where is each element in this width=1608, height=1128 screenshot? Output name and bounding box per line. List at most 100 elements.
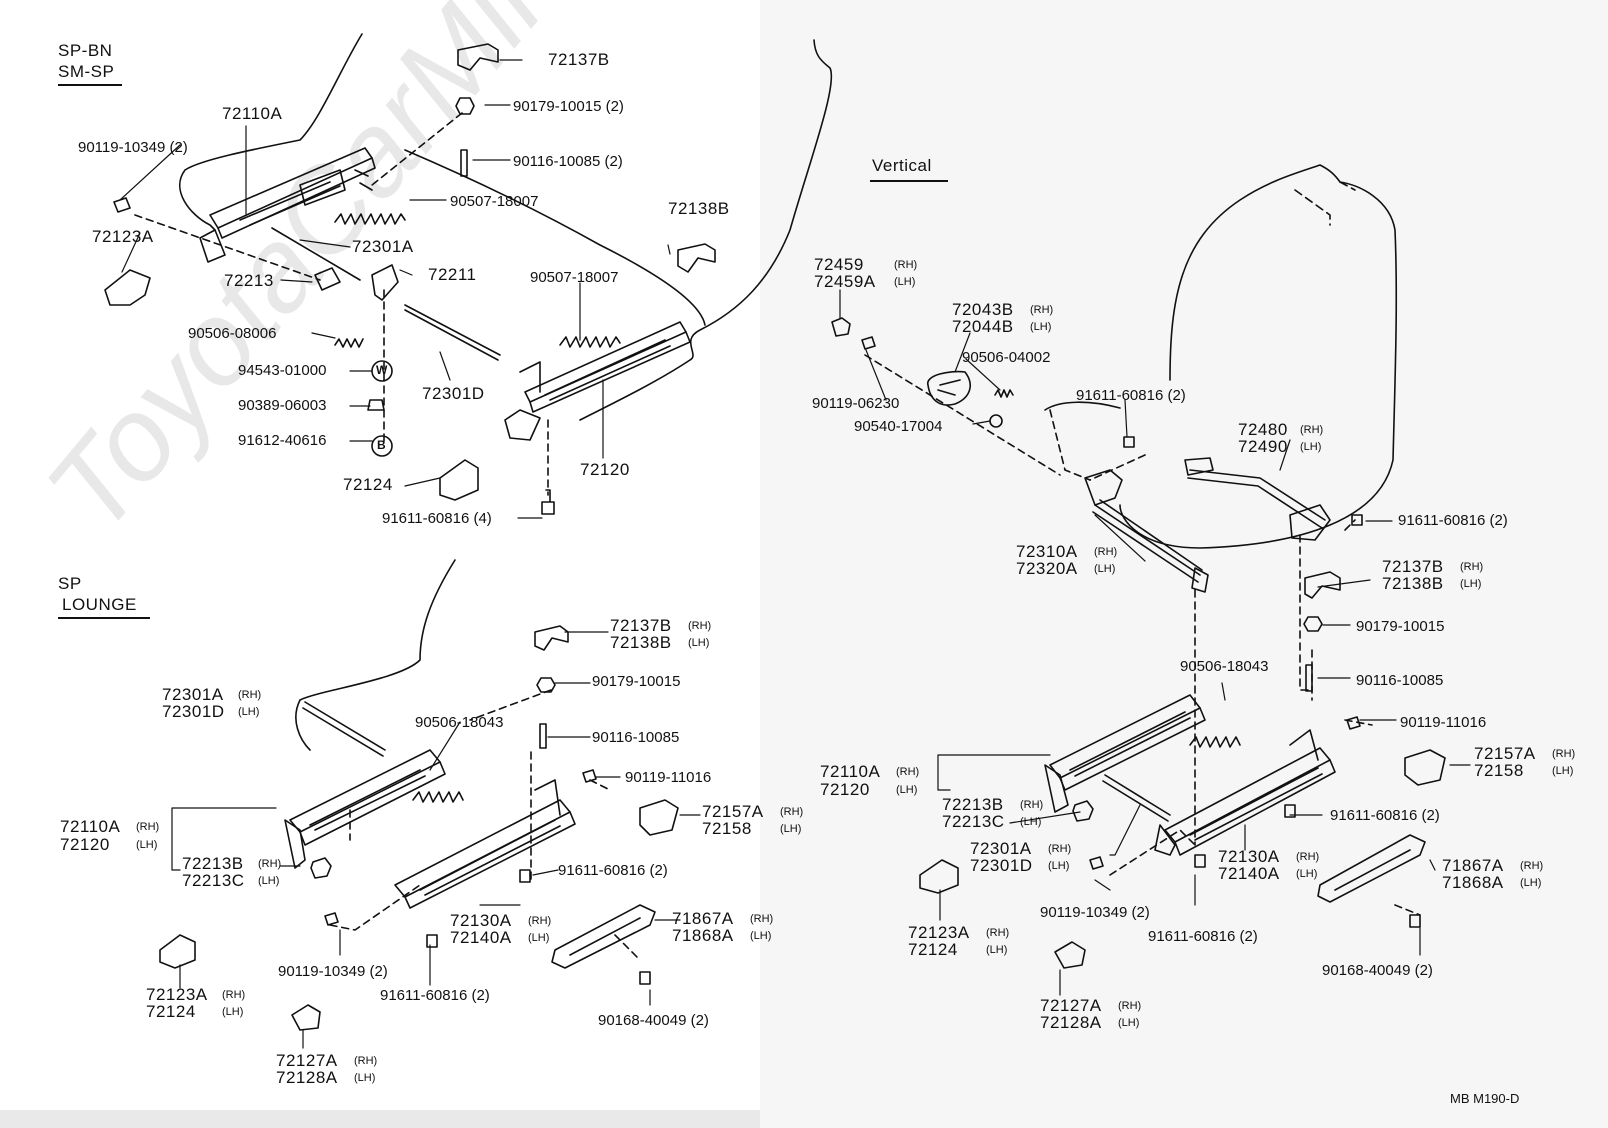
lh-mark: (LH) xyxy=(1520,877,1542,889)
section-sp-bn: SP-BN xyxy=(58,41,113,60)
circle-b-label: B xyxy=(377,438,386,452)
section-vertical: Vertical xyxy=(872,156,932,175)
clip-72127a-lounge xyxy=(291,1004,321,1031)
label-72123a: 72123A xyxy=(92,227,154,246)
label-71868a-right: 71868A xyxy=(1442,873,1504,892)
spring-90506-04002 xyxy=(994,389,1014,398)
label-90179-10015: 90179-10015 (2) xyxy=(513,98,624,115)
rh-mark: (RH) xyxy=(222,989,246,1001)
label-72044b: 72044B xyxy=(952,317,1014,336)
right-assembly xyxy=(831,164,1471,996)
rod-72301a-right xyxy=(1102,774,1171,822)
lh-mark: (LH) xyxy=(1300,441,1322,453)
label-90119-11016-right: 90119-11016 xyxy=(1400,714,1487,731)
left-panel xyxy=(0,0,760,1110)
label-72480: 72480 xyxy=(1238,420,1288,439)
lh-mark: (LH) xyxy=(780,823,802,835)
cover-72123a xyxy=(104,269,151,306)
lh-mark: (LH) xyxy=(528,932,550,944)
label-72301a: 72301A xyxy=(352,237,414,256)
rail-72110a-lounge xyxy=(289,749,441,833)
spring-90507-18007-b xyxy=(559,336,621,348)
label-72123a-right: 72123A xyxy=(908,923,970,942)
section-lounge: LOUNGE xyxy=(62,595,137,614)
label-90116-10085: 90116-10085 (2) xyxy=(513,153,623,170)
label-72490: 72490 xyxy=(1238,437,1288,456)
bracket-72157a-lounge xyxy=(639,799,679,836)
label-72138b-lounge: 72138B xyxy=(610,633,672,652)
label-72110a: 72110A xyxy=(222,104,283,123)
clip-72137b xyxy=(457,43,499,71)
label-72137b-lounge: 72137B xyxy=(610,616,672,635)
rh-mark: (RH) xyxy=(136,821,160,833)
bolt-90168-40049-right xyxy=(1409,914,1421,928)
stud-90116-10085-lounge xyxy=(539,723,547,749)
label-90506-18043-lounge: 90506-18043 xyxy=(415,714,504,731)
lh-mark: (LH) xyxy=(258,875,280,887)
spring-90506-08006 xyxy=(334,338,364,348)
label-72130a-lounge: 72130A xyxy=(450,911,512,930)
rh-mark: (RH) xyxy=(1094,546,1118,558)
label-72140a-lounge: 72140A xyxy=(450,928,512,947)
label-72213b-right: 72213B xyxy=(942,795,1004,814)
nut-90179-10015-right xyxy=(1303,616,1323,632)
label-91611-60816-bot: 91611-60816 (2) xyxy=(1148,928,1258,945)
bolt-91611-60816-bot xyxy=(1194,854,1206,868)
label-72213c-lounge: 72213C xyxy=(182,871,245,890)
rail-72110a xyxy=(209,147,373,229)
label-72301d-right: 72301D xyxy=(970,856,1033,875)
rh-mark: (RH) xyxy=(1030,304,1054,316)
clip-72459 xyxy=(831,317,851,337)
label-91612-40616: 91612-40616 xyxy=(238,432,327,449)
label-91611-60816-mid: 91611-60816 (2) xyxy=(1330,807,1440,824)
label-72137b-right: 72137B xyxy=(1382,557,1444,576)
lh-mark: (LH) xyxy=(688,637,710,649)
rh-mark: (RH) xyxy=(1020,799,1044,811)
lh-mark: (LH) xyxy=(222,1006,244,1018)
label-72124: 72124 xyxy=(343,475,393,494)
cap-72213b-right xyxy=(1072,800,1094,822)
label-71867a-right: 71867A xyxy=(1442,856,1504,875)
label-90506-04002: 90506-04002 xyxy=(962,349,1051,366)
nut-90179-10015-lounge xyxy=(536,677,556,693)
label-72459: 72459 xyxy=(814,255,864,274)
label-72213b-lounge: 72213B xyxy=(182,854,244,873)
washer-90540-17004 xyxy=(989,414,1003,428)
lh-mark: (LH) xyxy=(1460,578,1482,590)
label-72128a-lounge: 72128A xyxy=(276,1068,338,1087)
clip-72137b-lounge xyxy=(534,625,569,651)
seatback-outline xyxy=(1119,164,1398,549)
label-90119-06230: 90119-06230 xyxy=(812,395,900,412)
label-72120-right: 72120 xyxy=(820,780,870,799)
lh-mark: (LH) xyxy=(986,944,1008,956)
label-72137b: 72137B xyxy=(548,50,610,69)
label-90168-40049-right: 90168-40049 (2) xyxy=(1322,962,1433,979)
rh-mark: (RH) xyxy=(238,689,262,701)
label-72301a-right: 72301A xyxy=(970,839,1032,858)
label-90119-10349: 90119-10349 (2) xyxy=(78,139,188,156)
bolt-90168-40049-lounge xyxy=(639,971,651,985)
rh-mark: (RH) xyxy=(1118,1000,1142,1012)
label-72310a: 72310A xyxy=(1016,542,1078,561)
bolt-90119-11016-right xyxy=(1346,716,1361,730)
label-72120: 72120 xyxy=(580,460,630,479)
lh-mark: (LH) xyxy=(1030,321,1052,333)
label-72127a-right: 72127A xyxy=(1040,996,1102,1015)
lh-mark: (LH) xyxy=(1552,765,1574,777)
label-72128a-right: 72128A xyxy=(1040,1013,1102,1032)
cover-71867a-lounge xyxy=(551,904,656,969)
rail-72120 xyxy=(524,321,687,403)
rh-mark: (RH) xyxy=(258,858,282,870)
label-72138b: 72138B xyxy=(668,199,730,218)
label-72213c-right: 72213C xyxy=(942,812,1005,831)
rod-72301a-lounge xyxy=(302,701,386,757)
label-72158-right: 72158 xyxy=(1474,761,1524,780)
section-lounge-underline xyxy=(58,617,150,619)
lh-mark: (LH) xyxy=(1296,868,1318,880)
lh-mark: (LH) xyxy=(136,839,158,851)
label-72158-lounge: 72158 xyxy=(702,819,752,838)
seatback-inner xyxy=(1294,181,1356,226)
label-90540-17004: 90540-17004 xyxy=(854,418,943,435)
label-72120-lounge: 72120 xyxy=(60,835,110,854)
label-90116-10085-right: 90116-10085 xyxy=(1356,672,1444,689)
